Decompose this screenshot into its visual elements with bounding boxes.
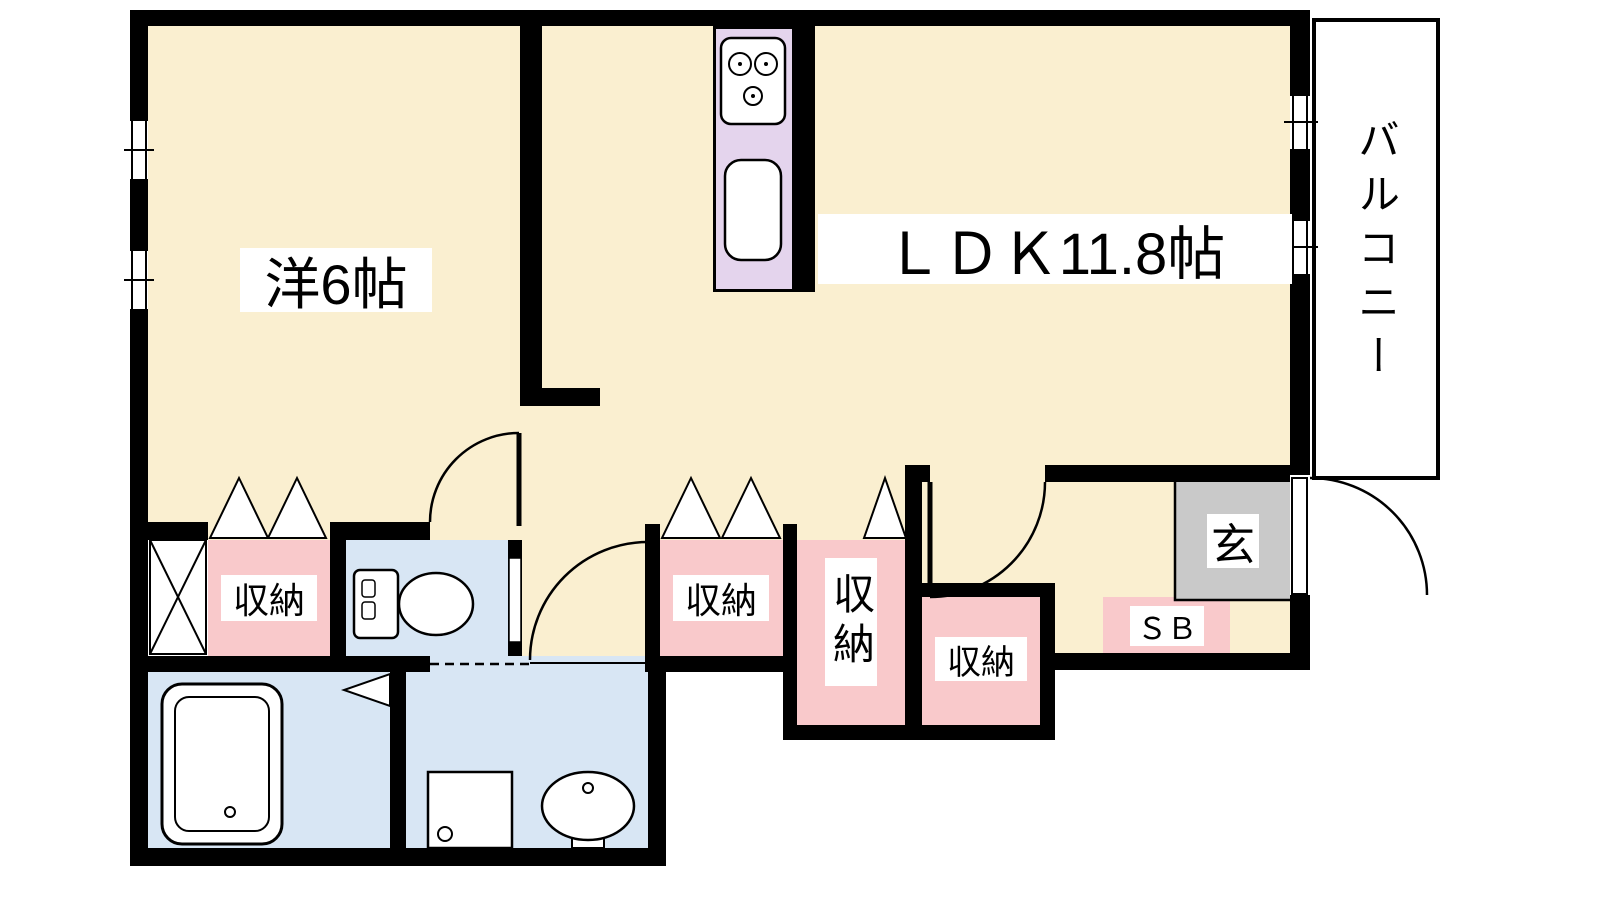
wall-segment: [645, 524, 660, 672]
wall-segment: [645, 656, 797, 672]
wall-segment: [1290, 595, 1310, 670]
wall-segment: [795, 10, 815, 292]
wall-segment: [1045, 465, 1290, 482]
storage-a-label: 収納: [221, 575, 317, 621]
ldk-label: ＬＤＫ11.8帖: [818, 214, 1292, 287]
entrance-door-swing-icon: [1291, 476, 1429, 596]
wall-segment: [130, 656, 430, 672]
wall-segment: [905, 465, 922, 740]
wall-segment: [1290, 275, 1310, 475]
wall-segment: [330, 522, 430, 540]
storage-d-label: 収納: [935, 637, 1027, 682]
corridor: [508, 540, 648, 656]
toilet-room: [346, 540, 508, 656]
wall-segment: [130, 10, 1310, 26]
wall-segment: [130, 310, 148, 866]
doorway-patch: [520, 406, 542, 540]
room-ldk-lower: [542, 482, 905, 540]
wall-segment: [783, 524, 797, 740]
storage-b-label: 収納: [673, 575, 769, 621]
wall-segment: [542, 388, 600, 406]
wall-segment: [520, 10, 542, 406]
pipe-space-icon: [149, 539, 207, 655]
wall-segment: [1040, 653, 1310, 670]
wall-segment: [390, 656, 406, 866]
wall-segment: [130, 10, 148, 120]
wall-segment: [130, 522, 208, 540]
wall-segment: [783, 725, 1055, 740]
wall-segment: [330, 540, 346, 656]
washroom: [406, 656, 648, 848]
shoe-box-label: ＳＢ: [1130, 606, 1204, 646]
wall-segment: [130, 180, 148, 250]
balcony-label: バルコニー: [1348, 88, 1404, 418]
western-room-label: 洋6帖: [240, 248, 432, 316]
wall-segment: [1290, 10, 1310, 95]
wall-segment: [1290, 150, 1310, 220]
entry-label: 玄: [1207, 514, 1259, 570]
kitchen-counter: [713, 26, 795, 292]
wall-segment: [905, 583, 1055, 597]
wall-segment: [648, 656, 666, 866]
storage-c-label: 収納: [825, 558, 877, 686]
wall-segment: [508, 540, 522, 656]
bathroom: [148, 672, 390, 848]
